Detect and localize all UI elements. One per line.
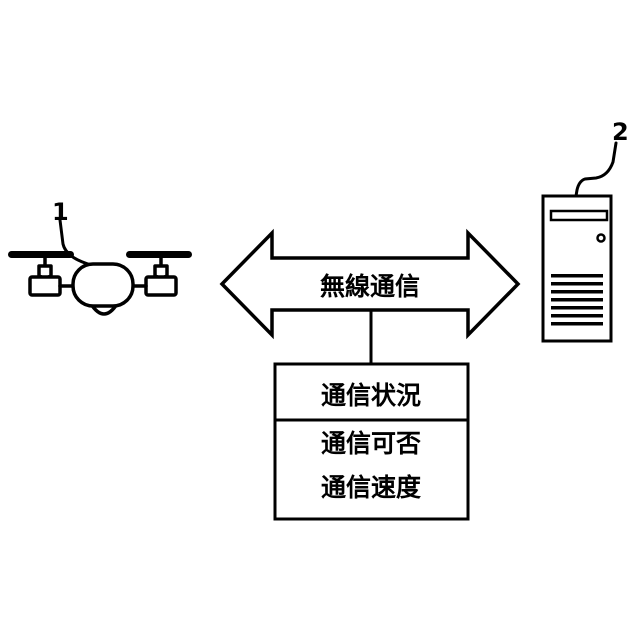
drone — [8, 251, 192, 314]
server — [543, 196, 611, 341]
server-drive-slot — [551, 211, 607, 220]
status-item-communication-availability: 通信可否 — [321, 429, 421, 458]
drone-reference-number: 1 — [52, 198, 69, 226]
wireless-link-label: 無線通信 — [320, 272, 420, 301]
server-power-button — [598, 235, 605, 242]
status-item-communication-speed: 通信速度 — [321, 473, 421, 502]
left-rotor-blade — [8, 251, 74, 258]
right-rotor-blade — [126, 251, 192, 258]
server-leader-line — [576, 143, 616, 196]
status-box-title: 通信状況 — [321, 381, 421, 410]
server-reference-number: 2 — [612, 118, 629, 146]
left-motor — [30, 277, 60, 295]
drone-body — [73, 264, 133, 306]
right-motor — [146, 277, 176, 295]
